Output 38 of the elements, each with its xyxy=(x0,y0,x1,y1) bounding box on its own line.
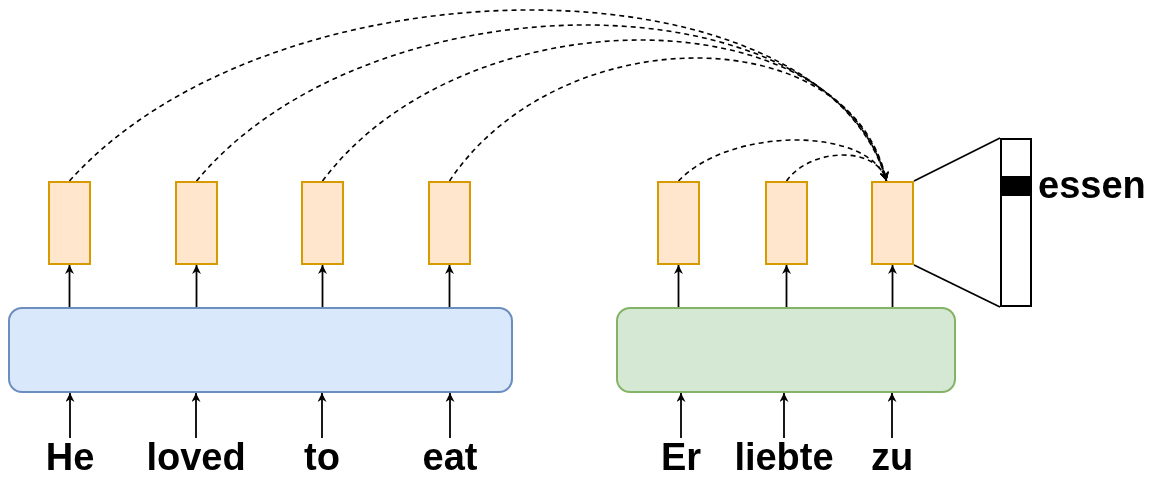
arrow xyxy=(65,392,75,439)
encoder-box xyxy=(8,307,513,393)
output-word: essen xyxy=(1038,166,1146,204)
hidden-state-box xyxy=(175,181,218,265)
output-vector-bar xyxy=(1000,138,1032,307)
decoder-box xyxy=(616,307,956,393)
input-word: He xyxy=(45,438,95,476)
attention-arrow xyxy=(677,139,888,182)
hidden-state-box xyxy=(428,181,471,265)
arrow xyxy=(318,264,327,308)
arrow xyxy=(782,264,791,308)
attention-arrow xyxy=(448,57,888,182)
input-word: eat xyxy=(422,438,478,476)
input-word: loved xyxy=(146,438,246,476)
hidden-state-box xyxy=(765,181,808,265)
arrow xyxy=(887,392,897,439)
input-word: to xyxy=(304,438,340,476)
input-word: liebte xyxy=(734,438,834,476)
hidden-state-box xyxy=(871,181,914,265)
input-word: Er xyxy=(660,438,702,476)
arrow xyxy=(674,264,683,308)
input-word: zu xyxy=(870,438,914,476)
arrow xyxy=(779,392,789,439)
arrow xyxy=(317,392,327,439)
arrow xyxy=(445,264,454,308)
arrow xyxy=(192,264,201,308)
projection-line xyxy=(913,137,1001,182)
projection-line xyxy=(913,264,1001,308)
attention-arrow xyxy=(321,39,888,182)
arrow xyxy=(676,392,686,439)
arrow xyxy=(888,264,897,308)
arrow xyxy=(65,264,74,308)
hidden-state-box xyxy=(301,181,344,265)
arrow xyxy=(445,392,455,439)
arrow xyxy=(191,392,201,439)
hidden-state-box xyxy=(657,181,700,265)
attention-arrow xyxy=(785,154,888,182)
hidden-state-box xyxy=(48,181,91,265)
